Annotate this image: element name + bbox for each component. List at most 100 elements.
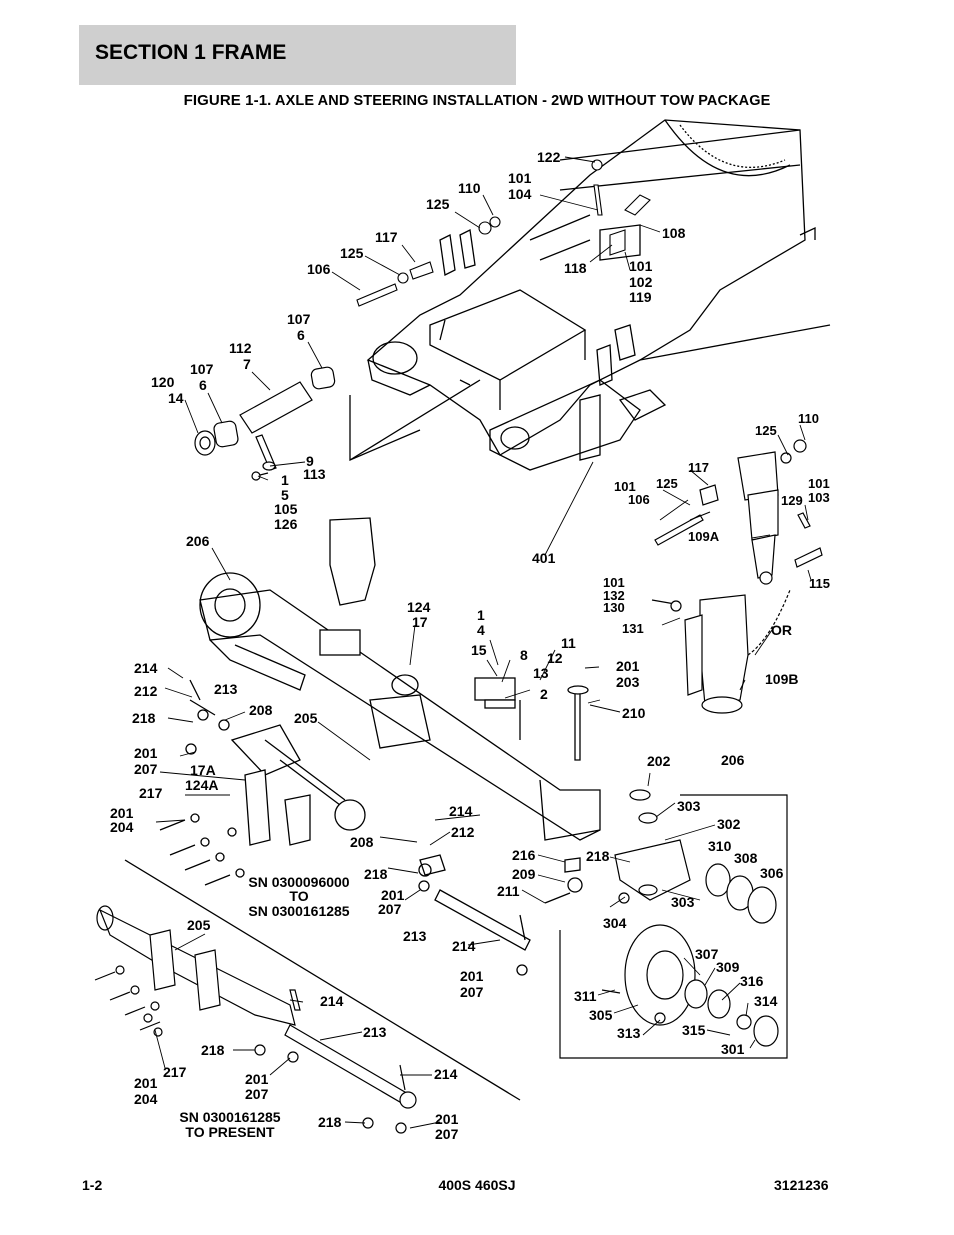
callout: 15: [471, 642, 487, 658]
callout: 101: [603, 575, 625, 590]
callout: 14: [168, 390, 184, 406]
callout: 211: [497, 883, 520, 899]
callout: 214: [452, 938, 476, 954]
callout: 207: [460, 984, 484, 1000]
callout: 129: [781, 493, 803, 508]
callout: 5: [281, 487, 289, 503]
figure-title: FIGURE 1-1. AXLE AND STEERING INSTALLATI…: [0, 92, 954, 109]
callout: 208: [249, 702, 273, 718]
callout: 310: [708, 838, 732, 854]
callout: 306: [760, 865, 784, 881]
callout: 17A: [190, 762, 216, 778]
callout: 217: [139, 785, 163, 801]
callout: 101: [808, 476, 830, 491]
callout: 124: [407, 599, 431, 615]
callout: 130: [603, 600, 625, 615]
callout: 203: [616, 674, 640, 690]
callout: 101: [508, 170, 532, 186]
pivot-pin-parts: [194, 366, 336, 481]
callout: 218: [201, 1042, 225, 1058]
callout: 316: [740, 973, 764, 989]
callout: 4: [477, 622, 485, 638]
callout: 113: [303, 466, 326, 482]
callout: 125: [340, 245, 364, 261]
callout: 214: [434, 1066, 458, 1082]
callout: 1: [281, 472, 289, 488]
callout: 210: [622, 705, 646, 721]
upper-bolts: [356, 159, 651, 307]
callout: 208: [350, 834, 374, 850]
serial-note-a-line1: SN 0300096000: [248, 874, 349, 890]
leader-lines: [154, 156, 812, 1129]
callout: 206: [721, 752, 745, 768]
callout: 313: [617, 1025, 641, 1041]
callout: 218: [364, 866, 388, 882]
model-name: 400S 460SJ: [438, 1177, 516, 1193]
serial-notes: SN 0300096000 TO SN 0300161285 SN 030016…: [179, 874, 349, 1140]
callout: 13: [533, 665, 549, 681]
callout: 214: [449, 803, 473, 819]
callout: 131: [622, 621, 644, 636]
callout: 108: [662, 225, 686, 241]
callout: 201: [110, 805, 134, 821]
callout: 201: [134, 1075, 158, 1091]
callout: 7: [243, 356, 251, 372]
callout: 213: [363, 1024, 387, 1040]
callout: 202: [647, 753, 671, 769]
callout: 207: [378, 901, 402, 917]
callout: 6: [297, 327, 305, 343]
callout: 201: [381, 887, 405, 903]
callout: 106: [628, 492, 650, 507]
lower-variant-drawing: [94, 905, 417, 1134]
callout: 214: [320, 993, 344, 1009]
callout: 213: [214, 681, 238, 697]
callout: OR: [771, 622, 792, 638]
callout: 102: [629, 274, 653, 290]
callout: 125: [426, 196, 450, 212]
callout: 205: [187, 917, 211, 933]
callout: 112: [229, 340, 252, 356]
callout: 118: [564, 260, 587, 276]
callout: 201: [460, 968, 484, 984]
callout: 302: [717, 816, 741, 832]
axle-drawing: [124, 517, 601, 1101]
callout-labels: 122 101 104 110 125 108 125 117 106 118 …: [110, 149, 830, 1142]
callout: 105: [274, 501, 298, 517]
callout: 304: [603, 915, 627, 931]
callout: 212: [134, 683, 158, 699]
callout: 104: [508, 186, 532, 202]
callout: 101: [629, 258, 653, 274]
section-title: SECTION 1 FRAME: [95, 41, 287, 64]
callout: 218: [586, 848, 610, 864]
callout: 125: [755, 423, 777, 438]
callout: 110: [458, 180, 481, 196]
callout: 117: [688, 460, 709, 475]
callout: 124A: [185, 777, 218, 793]
callout: 314: [754, 993, 778, 1009]
callout: 120: [151, 374, 175, 390]
callout: 204: [110, 819, 134, 835]
callout: 401: [532, 550, 556, 566]
callout: 309: [716, 959, 740, 975]
callout: 101: [614, 479, 636, 494]
callout: 307: [695, 946, 719, 962]
callout: 119: [629, 289, 652, 305]
callout: 218: [318, 1114, 342, 1130]
callout: 305: [589, 1007, 613, 1023]
callout: 125: [656, 476, 678, 491]
serial-note-b-line1: SN 0300161285: [179, 1109, 280, 1125]
callout: 212: [451, 824, 475, 840]
callout: 8: [520, 647, 528, 663]
callout: 206: [186, 533, 210, 549]
callout: 201: [245, 1071, 269, 1087]
callout: 205: [294, 710, 318, 726]
callout: 201: [134, 745, 158, 761]
callout: 303: [671, 894, 695, 910]
callout: 209: [512, 866, 536, 882]
callout: 132: [603, 588, 625, 603]
callout: 117: [375, 229, 398, 245]
callout: 308: [734, 850, 758, 866]
callout: 303: [677, 798, 701, 814]
callout: 207: [245, 1086, 269, 1102]
